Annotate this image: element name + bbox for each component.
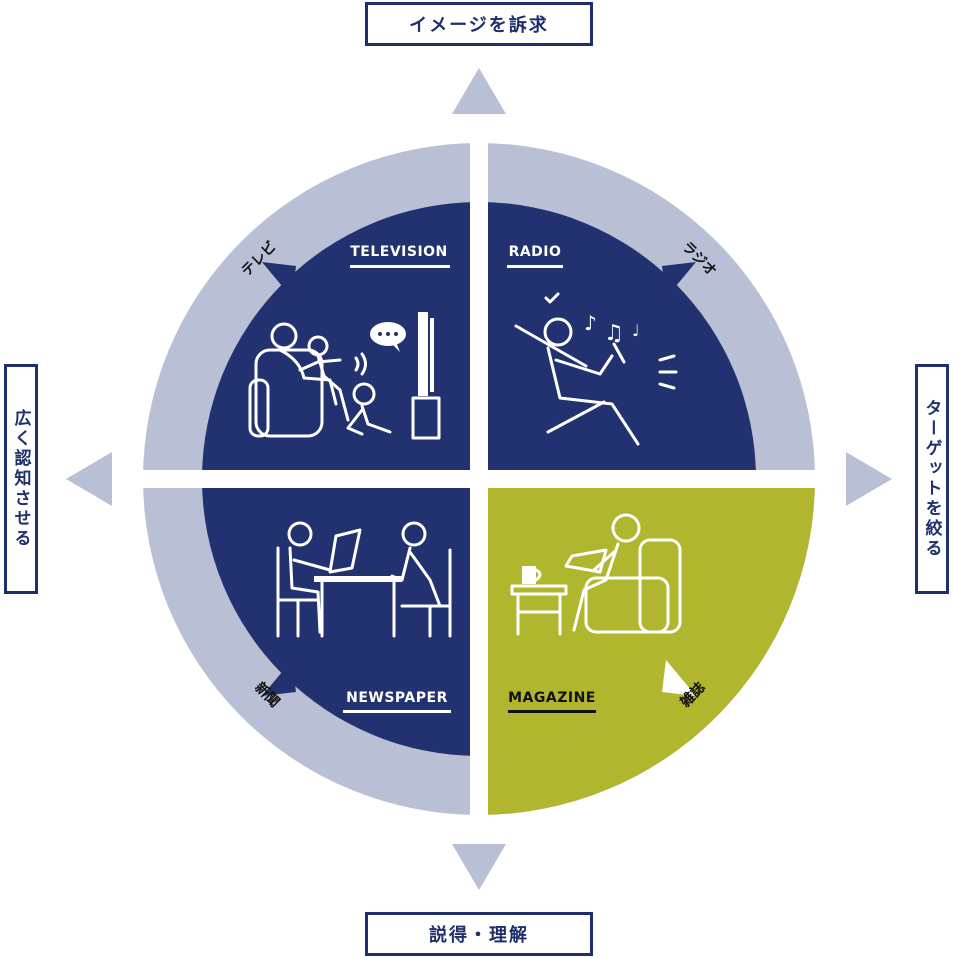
ring-arrow-radio-icon xyxy=(662,262,696,298)
arrow-down-icon xyxy=(452,844,506,890)
svg-text:♪: ♪ xyxy=(584,311,597,335)
arrow-left-icon xyxy=(66,452,112,506)
people-at-table-illustration xyxy=(276,521,452,638)
television-title-underline xyxy=(350,265,450,268)
arrow-right-icon xyxy=(846,452,892,506)
axis-label-left: 広く認知させる xyxy=(4,364,38,594)
axis-label-right: ターゲットを絞る xyxy=(915,364,949,594)
family-watching-tv-illustration xyxy=(248,312,441,440)
radio-title: RADIO xyxy=(509,244,562,260)
radio-title-underline xyxy=(507,265,563,268)
magazine-title-underline xyxy=(508,710,596,713)
arrow-up-icon xyxy=(452,68,506,114)
ring-arrow-tv-icon xyxy=(262,262,296,298)
television-title: TELEVISION xyxy=(350,244,448,260)
svg-text:♩: ♩ xyxy=(632,321,640,340)
person-driving-listening-illustration: ♪ ♫ ♩ xyxy=(514,292,678,446)
television-quadrant xyxy=(202,202,479,479)
magazine-quadrant xyxy=(479,479,756,756)
newspaper-title-underline xyxy=(343,710,451,713)
person-reading-magazine-illustration xyxy=(510,513,682,636)
ring-arrow-magazine-icon xyxy=(662,660,696,696)
magazine-title: MAGAZINE xyxy=(508,690,596,706)
radio-quadrant xyxy=(479,202,756,479)
newspaper-title: NEWSPAPER xyxy=(346,690,448,706)
ring-arrow-news-icon xyxy=(262,660,296,696)
horizontal-divider xyxy=(130,470,828,488)
axis-label-top: イメージを訴求 xyxy=(365,2,593,46)
svg-text:♫: ♫ xyxy=(604,321,624,346)
axis-label-bottom: 説得・理解 xyxy=(365,912,593,956)
